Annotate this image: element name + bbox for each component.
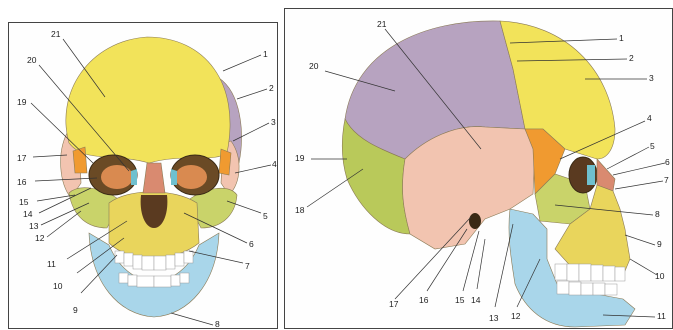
front-view-panel: 1 2 3 4 5 6 7 8 9 10 11 12 13 14 15 16 1… — [8, 22, 278, 329]
lacrimal-bone — [587, 165, 595, 185]
lower-teeth — [119, 273, 189, 287]
front-label-3: 3 — [271, 117, 276, 127]
side-label-1: 1 — [619, 33, 624, 43]
front-label-21: 21 — [51, 29, 61, 39]
lower-teeth — [557, 281, 617, 295]
side-label-13: 13 — [489, 313, 499, 323]
front-label-13: 13 — [29, 221, 39, 231]
side-label-9: 9 — [657, 239, 662, 249]
front-label-5: 5 — [263, 211, 268, 221]
right-orbit-inner — [175, 165, 207, 189]
right-lacrimal — [171, 169, 177, 185]
left-lacrimal — [131, 169, 137, 185]
front-label-9: 9 — [73, 305, 78, 315]
side-skull-illustration: 1 2 3 4 5 6 7 8 9 10 11 12 13 14 15 16 1… — [285, 9, 673, 330]
frontal-bone — [66, 37, 230, 163]
front-label-7: 7 — [245, 261, 250, 271]
side-label-10: 10 — [655, 271, 665, 281]
side-label-4: 4 — [647, 113, 652, 123]
upper-teeth — [555, 264, 625, 281]
front-label-2: 2 — [269, 83, 274, 93]
side-label-21: 21 — [377, 19, 387, 29]
side-label-19: 19 — [295, 153, 305, 163]
front-label-4: 4 — [272, 159, 277, 169]
front-skull-illustration: 1 2 3 4 5 6 7 8 9 10 11 12 13 14 15 16 1… — [9, 23, 279, 330]
external-acoustic-meatus — [469, 213, 481, 229]
front-label-6: 6 — [249, 239, 254, 249]
side-label-3: 3 — [649, 73, 654, 83]
side-label-7: 7 — [664, 175, 669, 185]
front-label-8: 8 — [215, 319, 220, 329]
front-label-11: 11 — [47, 259, 56, 269]
front-label-16: 16 — [17, 177, 27, 187]
side-label-12: 12 — [511, 311, 521, 321]
side-label-6: 6 — [665, 157, 670, 167]
side-label-16: 16 — [419, 295, 429, 305]
side-label-5: 5 — [650, 141, 655, 151]
front-label-1: 1 — [263, 49, 268, 59]
right-sphenoid — [219, 149, 231, 175]
side-label-11: 11 — [657, 311, 666, 321]
front-label-10: 10 — [53, 281, 63, 291]
side-label-18: 18 — [295, 205, 305, 215]
side-label-17: 17 — [389, 299, 399, 309]
nasal-bones — [143, 163, 165, 193]
side-label-20: 20 — [309, 61, 319, 71]
side-label-2: 2 — [629, 53, 634, 63]
front-label-15: 15 — [19, 197, 29, 207]
front-label-17: 17 — [17, 153, 27, 163]
side-label-15: 15 — [455, 295, 465, 305]
front-label-20: 20 — [27, 55, 37, 65]
front-label-14: 14 — [23, 209, 33, 219]
left-orbit-inner — [101, 165, 133, 189]
side-label-8: 8 — [655, 209, 660, 219]
front-label-19: 19 — [17, 97, 27, 107]
side-view-panel: 1 2 3 4 5 6 7 8 9 10 11 12 13 14 15 16 1… — [284, 8, 673, 329]
front-label-12: 12 — [35, 233, 45, 243]
side-label-14: 14 — [471, 295, 481, 305]
